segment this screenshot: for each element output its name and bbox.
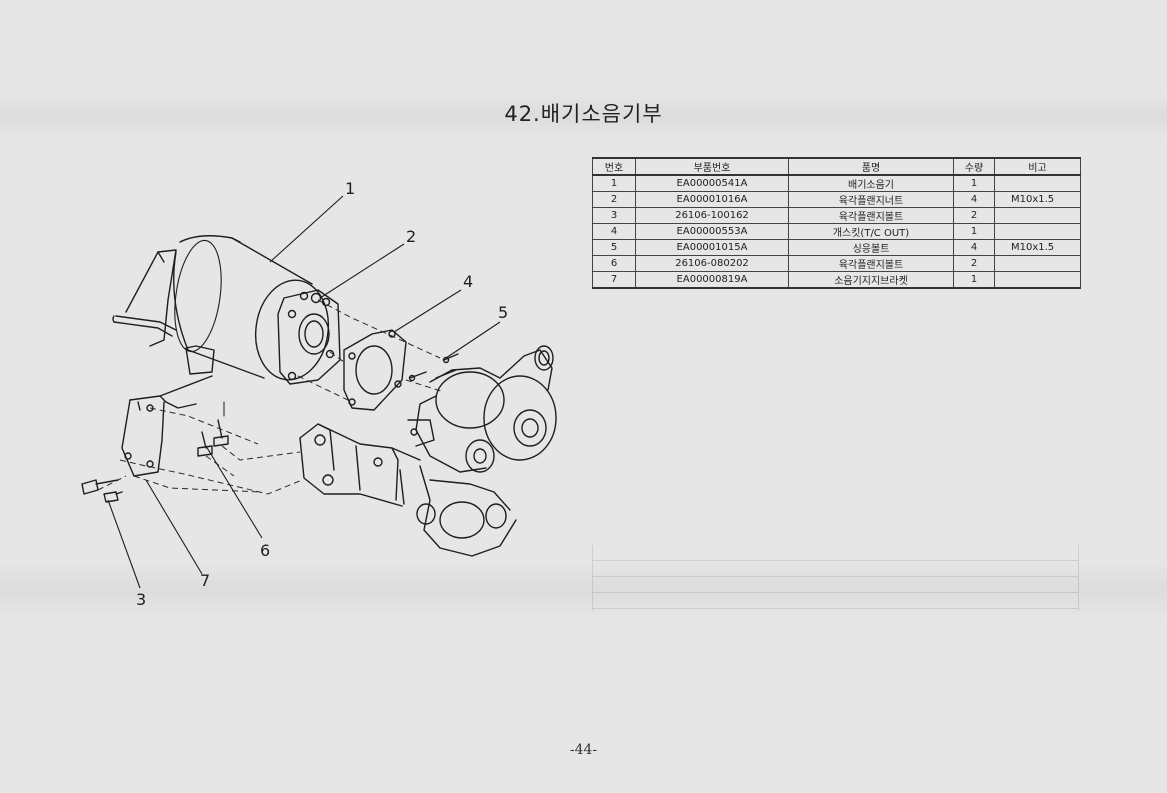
callout-1: 1 — [345, 179, 355, 198]
callout-2: 2 — [406, 227, 416, 246]
table-row: 7 EA00000819A 소음기지지브라켓 1 — [592, 271, 1081, 289]
callout-numbers: 1 2 4 5 6 7 3 — [136, 179, 508, 609]
table-row: 5 EA00001015A 싱응볼트 4 M10x1.5 — [592, 239, 1081, 256]
table-header-row: 번호 부품번호 품명 수량 비고 — [592, 157, 1081, 176]
col-header-remarks: 비고 — [994, 157, 1081, 176]
support-bracket-drawing — [121, 375, 213, 477]
page-number: -44- — [569, 742, 598, 758]
col-header-part-name: 품명 — [788, 157, 954, 176]
scan-band — [0, 560, 1167, 620]
muffler-drawing — [112, 235, 341, 385]
cell-remarks — [994, 271, 1081, 289]
page-title: 42.배기소음기부 — [504, 102, 663, 126]
callout-7: 7 — [200, 571, 210, 590]
flange-bolts-drawing — [197, 401, 229, 457]
callout-6: 6 — [260, 541, 270, 560]
hex-bolts-drawing — [81, 479, 123, 503]
callout-3: 3 — [136, 590, 146, 609]
bleed-through-table — [592, 545, 1079, 611]
cell-quantity: 1 — [953, 271, 995, 289]
table-row: 6 26106-080202 육각플랜지볼트 2 — [592, 255, 1081, 272]
gasket-drawing — [343, 329, 407, 411]
cell-part-number: EA00000819A — [635, 271, 789, 289]
turbocharger-drawing — [407, 345, 557, 473]
callout-leaders — [107, 195, 501, 589]
cell-remarks — [994, 255, 1081, 272]
cell-part-name: 소음기지지브라켓 — [788, 271, 954, 289]
scan-band — [0, 92, 1167, 140]
parts-table: 번호 부품번호 품명 수량 비고 1 EA00000541A 배기소음기 1 2… — [592, 157, 1081, 289]
callout-5: 5 — [498, 303, 508, 322]
exhaust-manifold-drawing — [299, 423, 517, 557]
table-row: 4 EA00000553A 개스킷(T/C OUT) 1 — [592, 223, 1081, 240]
callout-4: 4 — [463, 272, 473, 291]
